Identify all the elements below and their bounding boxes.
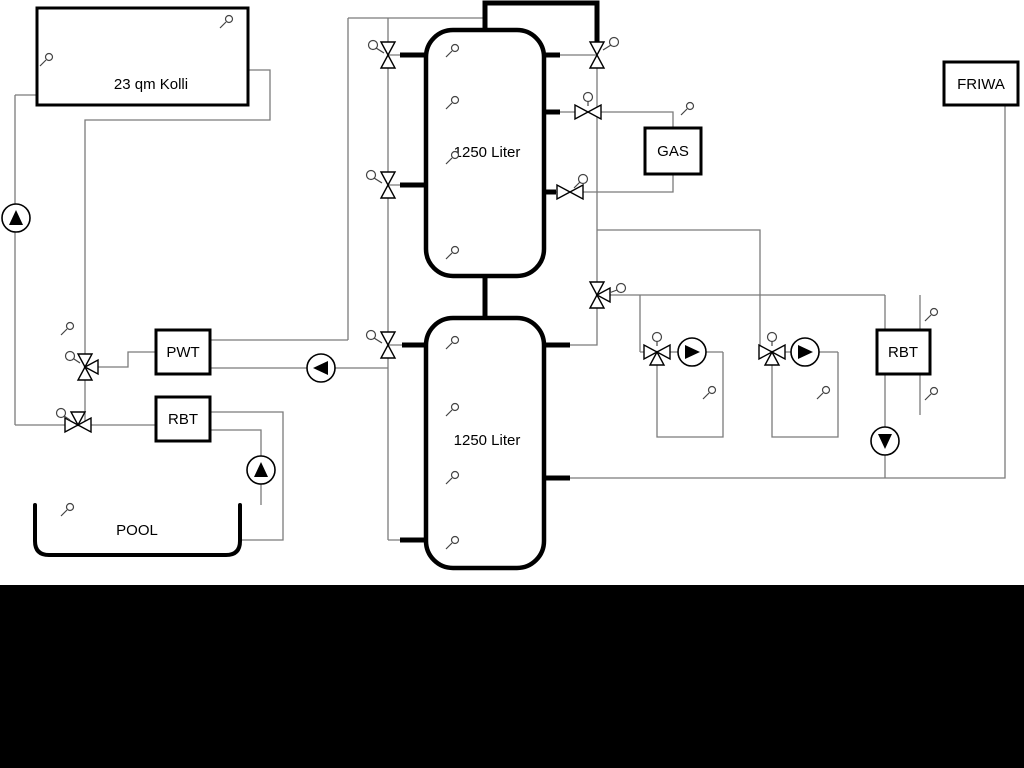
pump-right-icon <box>790 337 820 367</box>
three-way-valve-icon <box>589 281 627 309</box>
valve-actuator-icon <box>365 169 377 181</box>
tank-top-label: 1250 Liter <box>454 144 521 161</box>
mixing-valve-icon <box>758 331 786 366</box>
rbt-left-unit: RBT <box>154 395 212 443</box>
gas-boiler: GAS <box>643 126 703 176</box>
tank-bottom-label: 1250 Liter <box>454 432 521 449</box>
line-sensor-icon <box>60 321 75 336</box>
friwa-station: FRIWA <box>942 60 1020 107</box>
valve-icon <box>556 184 584 200</box>
piping-thin <box>14 17 1006 541</box>
line-sensor-icon <box>924 307 939 322</box>
valve-actuator-icon <box>582 91 594 103</box>
pump-down-icon <box>870 426 900 456</box>
letterbox-bottom <box>0 585 1024 768</box>
piping-thick <box>400 0 600 543</box>
pool-label: POOL <box>116 522 158 539</box>
line-sensor-icon <box>924 386 939 401</box>
line-sensor-icon <box>680 101 695 116</box>
valve-actuator-icon <box>577 173 589 185</box>
buffer-tank-top: 1250 Liter <box>423 27 547 279</box>
valve-icon <box>574 104 602 120</box>
rbt-left-label: RBT <box>168 411 198 428</box>
rbt-right-unit: RBT <box>875 328 932 376</box>
pool-sensor-icon <box>60 502 75 517</box>
pump-left-icon <box>306 353 336 383</box>
friwa-label: FRIWA <box>957 76 1005 93</box>
pwt-label: PWT <box>166 344 199 361</box>
gas-label: GAS <box>657 143 689 160</box>
buffer-tank-bottom: 1250 Liter <box>423 315 547 571</box>
valve-actuator-icon <box>365 329 377 341</box>
schematic-diagram: 1250 Liter 1250 Liter 23 qm Kolli PWT RB… <box>1 0 1020 571</box>
pwt-heat-exchanger: PWT <box>154 328 212 376</box>
valve-actuator-icon <box>608 36 620 48</box>
pump-up-icon <box>246 455 276 485</box>
line-sensor-icon <box>816 385 831 400</box>
valve-actuator-icon <box>367 39 379 51</box>
pump-up-icon <box>1 203 31 233</box>
pool-basin: POOL <box>33 502 242 557</box>
solar-collector: 23 qm Kolli <box>35 6 250 107</box>
mixing-valve-icon <box>643 331 671 366</box>
rbt-right-label: RBT <box>888 344 918 361</box>
valves <box>55 36 786 433</box>
pump-right-icon <box>677 337 707 367</box>
collector-label: 23 qm Kolli <box>114 76 188 93</box>
three-way-valve-icon <box>55 407 92 433</box>
three-way-valve-icon <box>64 350 99 381</box>
line-sensor-icon <box>702 385 717 400</box>
